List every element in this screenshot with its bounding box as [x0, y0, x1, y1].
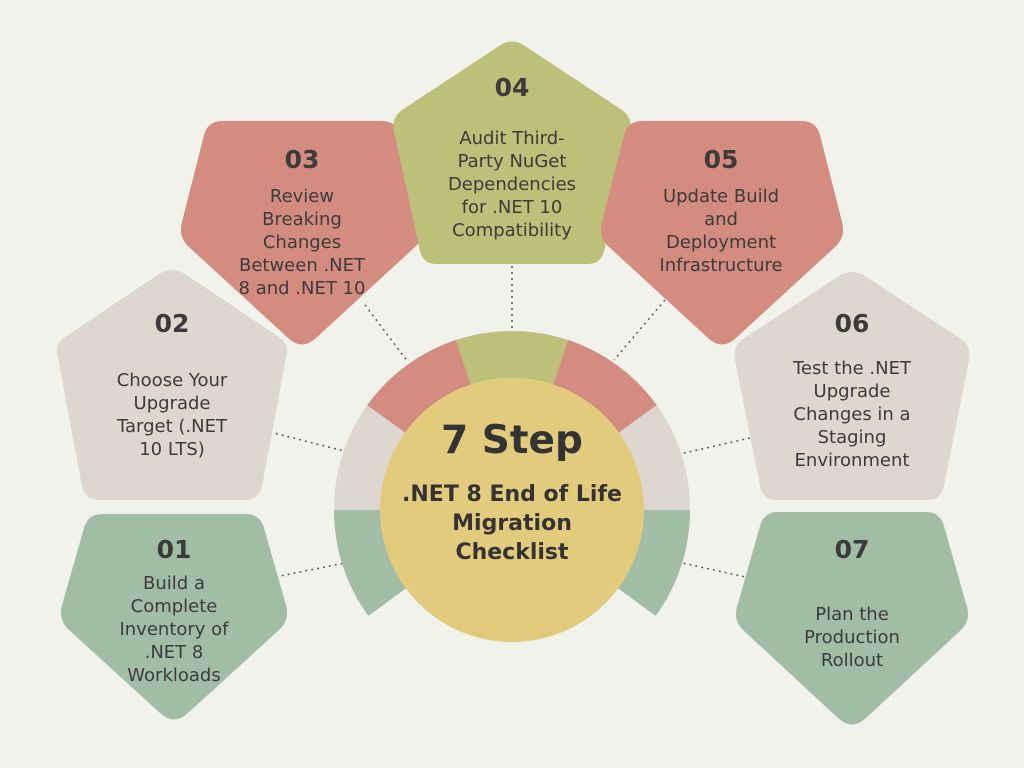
step-01-line-3: Inventory of — [119, 619, 229, 640]
step-02-line-3: Target (.NET — [116, 416, 228, 437]
step-04-line-1: Audit Third- — [459, 128, 564, 149]
step-06-line-1: Test the .NET — [792, 358, 912, 379]
step-05-line-3: Deployment — [666, 232, 776, 253]
step-03-number: 03 — [285, 145, 320, 174]
step-03-line-3: Changes — [263, 232, 341, 253]
center-subtitle-line-2: Migration — [452, 511, 572, 536]
step-06-shape — [734, 272, 970, 500]
step-06-line-3: Changes in a — [793, 404, 910, 425]
step-04-line-4: for .NET 10 — [462, 197, 563, 218]
step-07-number: 07 — [835, 535, 870, 564]
step-07-shape — [735, 512, 969, 725]
step-02-shape — [56, 270, 288, 500]
ring-segment-03 — [367, 339, 471, 433]
ring-segment-07 — [617, 510, 691, 616]
step-01-line-4: .NET 8 — [145, 642, 204, 663]
step-03: 03 Review Breaking Changes Between .NET … — [180, 121, 424, 345]
step-04-line-3: Dependencies — [448, 174, 576, 195]
step-06-line-5: Environment — [795, 450, 910, 471]
ring-segment-05 — [553, 339, 657, 433]
step-03-line-2: Breaking — [262, 209, 342, 230]
step-02-line-4: 10 LTS) — [139, 439, 205, 460]
step-02-line-1: Choose Your — [117, 370, 228, 391]
step-06-line-4: Staging — [818, 427, 887, 448]
center-title: 7 Step — [441, 418, 583, 463]
step-01: 01 Build a Complete Inventory of .NET 8 … — [60, 514, 288, 720]
step-02-line-2: Upgrade — [134, 393, 211, 414]
step-04-line-5: Compatibility — [452, 220, 572, 241]
ring-segment-01 — [333, 510, 407, 616]
step-03-shape — [180, 121, 424, 345]
step-04: 04 Audit Third- Party NuGet Dependencies… — [393, 41, 631, 264]
step-04-number: 04 — [495, 73, 530, 102]
center-badge: 7 Step .NET 8 End of Life Migration Chec… — [380, 378, 644, 642]
step-01-line-5: Workloads — [127, 665, 220, 686]
step-01-line-2: Complete — [131, 596, 218, 617]
center-ring — [333, 330, 691, 616]
connector-07 — [677, 561, 751, 579]
ring-segment-02 — [333, 405, 406, 510]
connector-lines — [269, 260, 751, 579]
step-03-line-5: 8 and .NET 10 — [239, 278, 366, 299]
connector-03 — [364, 304, 409, 363]
step-05-shape — [600, 121, 844, 345]
step-06-number: 06 — [835, 309, 870, 338]
center-subtitle-line-3: Checklist — [455, 540, 569, 565]
step-07-line-1: Plan the — [815, 604, 889, 625]
step-04-line-2: Party NuGet — [458, 151, 567, 172]
center-circle — [380, 378, 644, 642]
step-05: 05 Update Build and Deployment Infrastru… — [600, 121, 844, 345]
step-01-number: 01 — [157, 535, 192, 564]
step-05-line-2: and — [704, 209, 738, 230]
step-01-shape — [60, 514, 288, 720]
step-03-line-4: Between .NET — [239, 255, 366, 276]
step-07-line-2: Production — [804, 627, 900, 648]
step-02-number: 02 — [155, 309, 190, 338]
step-07: 07 Plan the Production Rollout — [735, 512, 969, 725]
ring-segment-04 — [456, 330, 568, 385]
connector-06 — [679, 437, 751, 455]
ring-segment-06 — [618, 405, 691, 510]
center-subtitle-line-1: .NET 8 End of Life — [402, 482, 622, 507]
step-05-number: 05 — [704, 145, 739, 174]
step-02: 02 Choose Your Upgrade Target (.NET 10 L… — [56, 270, 288, 500]
connector-02 — [269, 431, 349, 453]
step-05-line-4: Infrastructure — [659, 255, 782, 276]
connector-01 — [269, 561, 351, 579]
step-06-line-2: Upgrade — [814, 381, 891, 402]
step-01-line-1: Build a — [143, 573, 205, 594]
connector-05 — [613, 299, 666, 361]
step-03-line-1: Review — [270, 186, 334, 207]
step-05-line-1: Update Build — [663, 186, 779, 207]
step-04-shape — [393, 41, 631, 264]
step-07-line-3: Rollout — [821, 650, 883, 671]
step-06: 06 Test the .NET Upgrade Changes in a St… — [734, 272, 970, 500]
